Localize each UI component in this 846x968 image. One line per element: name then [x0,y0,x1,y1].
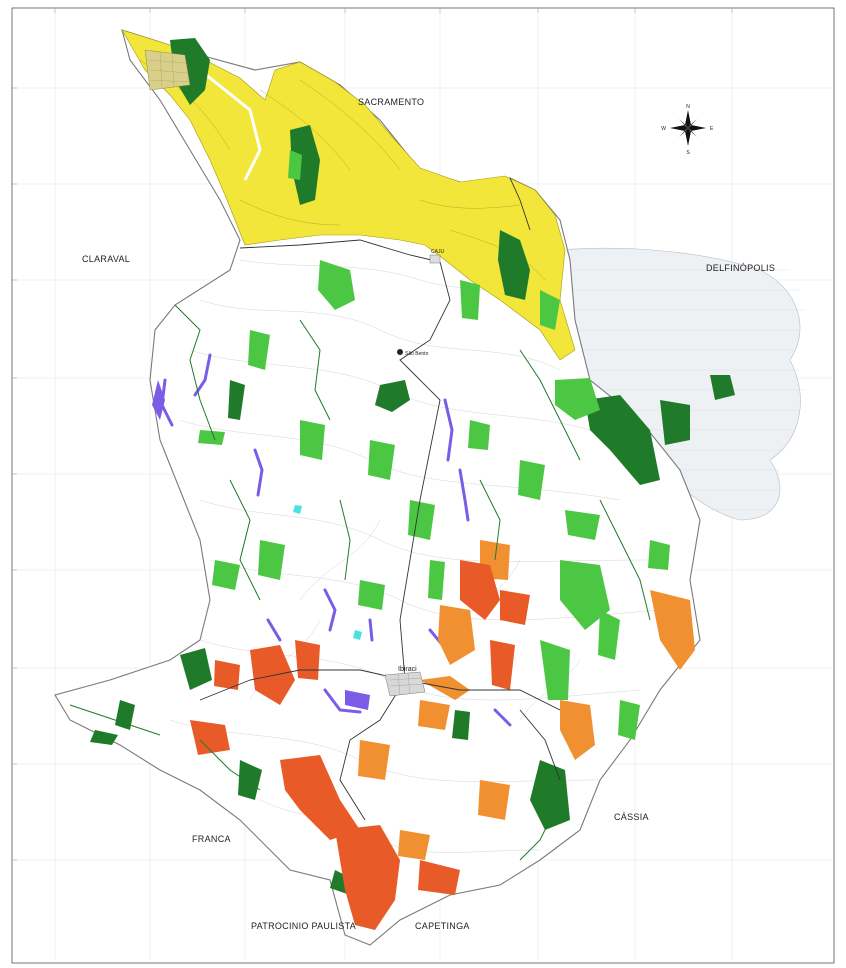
purple-patch-central [345,690,370,710]
label-cassia: CÁSSIA [614,812,649,822]
label-sacramento: SACRAMENTO [358,97,424,107]
town-ibiraci [384,671,426,697]
top-coordinate-ticks [54,8,733,13]
red-orange-areas [190,560,530,930]
label-sao-bento: São Bento [405,351,429,357]
label-capetinga: CAPETINGA [415,921,470,931]
cyan-areas [293,505,362,640]
light-green-areas [198,150,670,740]
map-border [11,7,835,964]
label-caju: CAJU [431,249,444,255]
label-delfinopolis: DELFINÓPOLIS [706,263,775,273]
compass-north-label: N [686,104,690,110]
orange-areas [358,540,695,860]
yellow-zone [121,29,576,361]
compass-south-label: S [686,150,690,156]
label-claraval: CLARAVAL [82,254,130,264]
drainage-network [69,304,651,861]
label-ibiraci: Ibiraci [398,666,417,673]
purple-drainage [160,353,512,727]
locality-caju-marker [429,254,441,264]
left-coordinate-ticks [12,87,17,861]
purple-patch [152,380,165,420]
dark-green-areas [90,38,735,895]
river-north [199,68,262,181]
locality-marker [397,349,403,355]
label-patrocinio-paulista: PATROCINIO PAULISTA [251,921,356,931]
compass-west-label: W [661,126,666,132]
compass-rose-icon: N S E W [661,104,714,156]
town-north [144,49,191,91]
roads [199,177,561,821]
label-franca: FRANCA [192,834,231,844]
compass-east-label: E [710,126,714,132]
